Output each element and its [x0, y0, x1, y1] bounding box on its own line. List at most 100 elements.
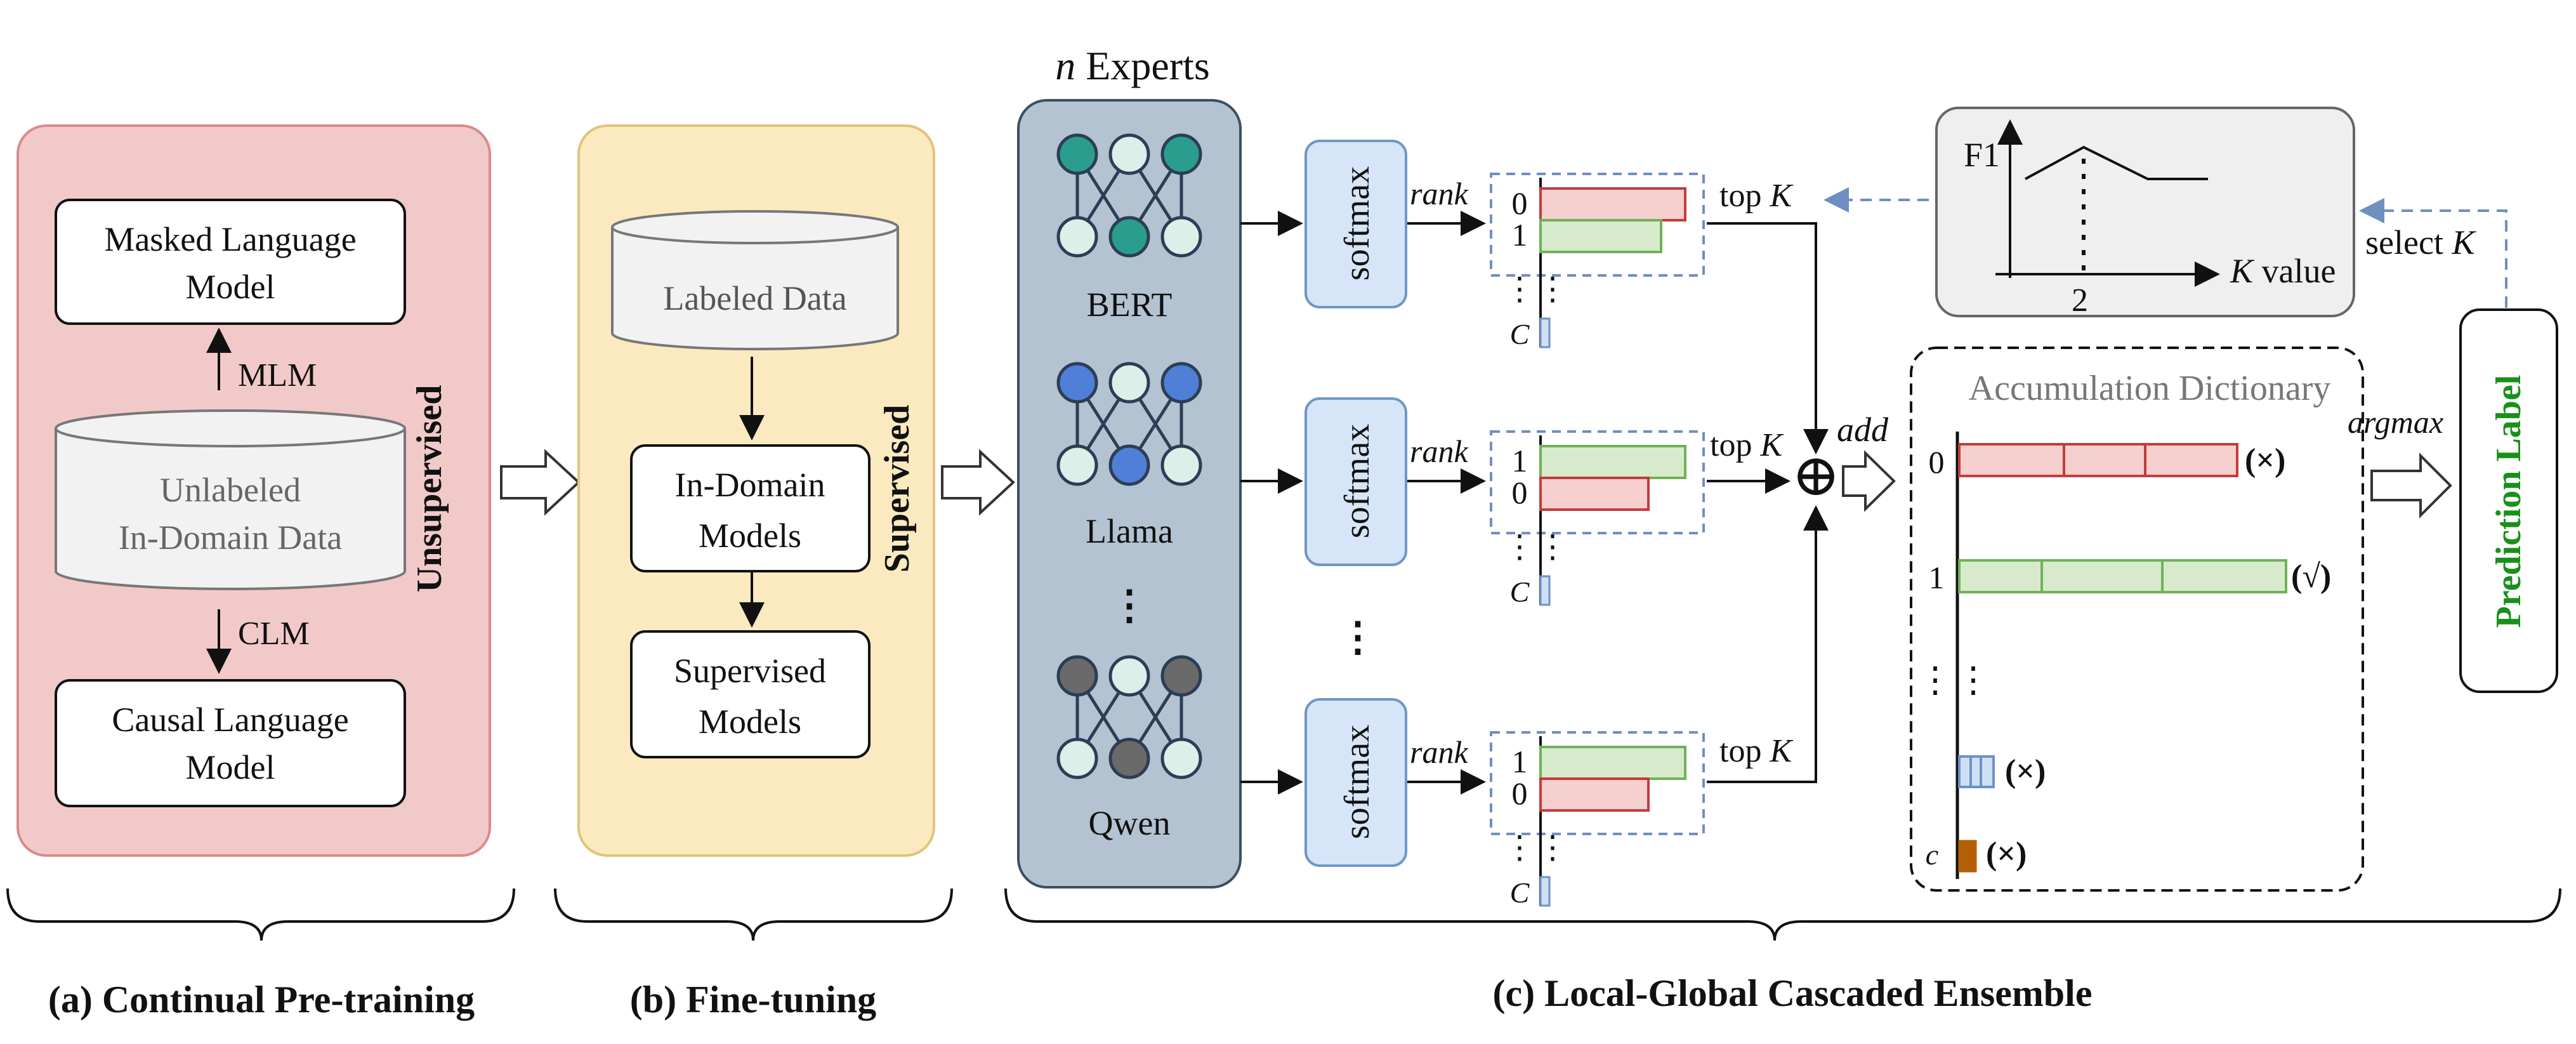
rank-last-class: C — [1510, 318, 1530, 350]
network-node — [1160, 133, 1202, 175]
accumulation-mark: (×) — [1986, 836, 2027, 872]
expert-name-qwen: Qwen — [1089, 804, 1171, 842]
softmax-box — [1304, 698, 1407, 867]
prediction-label-box: Prediction Label — [2459, 308, 2558, 693]
network-node — [1056, 444, 1098, 486]
dictionary-to-prediction-arrow — [2370, 453, 2452, 519]
softmax-ellipsis: ⋮ — [1337, 614, 1378, 659]
accumulation-segment — [2040, 559, 2164, 593]
prediction-label-text: Prediction Label — [2489, 375, 2528, 628]
expert-name-llama: Llama — [1086, 512, 1173, 550]
in-domain-models-line2: Models — [699, 517, 801, 555]
network-node — [1108, 362, 1150, 404]
rank-class-label: 1 — [1512, 744, 1528, 779]
rank-class-label: 0 — [1512, 185, 1528, 221]
network-node — [1160, 737, 1202, 779]
network-node — [1160, 655, 1202, 697]
rank-bar — [1539, 219, 1662, 253]
network-node — [1160, 362, 1202, 404]
accumulation-segment — [2144, 443, 2238, 477]
network-node — [1160, 444, 1202, 486]
section-label-a: (a) Continual Pre-training — [48, 979, 475, 1021]
unlabeled-data-cylinder: Unlabeled In-Domain Data — [55, 409, 406, 590]
topk-label-3: top K — [1719, 733, 1793, 769]
rank-label: rank — [1410, 176, 1468, 211]
argmax-label: argmax — [2348, 404, 2443, 440]
network-node — [1108, 444, 1150, 486]
add-label: add — [1837, 411, 1889, 449]
f1-curve — [2025, 145, 2208, 180]
brace-a — [6, 888, 515, 941]
accumulation-row-label: c — [1926, 838, 1938, 871]
supervised-models-box: Supervised Models — [630, 630, 871, 758]
rank-label: rank — [1410, 433, 1468, 469]
f1-plot-panel: F1 2 K value — [1935, 107, 2355, 319]
expert-name-bert: BERT — [1087, 286, 1173, 324]
top1-to-sum-line — [1707, 222, 1829, 454]
unlabeled-data-line1: Unlabeled — [160, 471, 301, 509]
experts-ellipsis: ⋮ — [1109, 583, 1150, 628]
bert-network-icon — [1056, 133, 1202, 258]
rank-bar-last — [1539, 876, 1551, 907]
rank-last-class: C — [1510, 876, 1530, 909]
accumulation-row-dots: ⋮ — [1917, 661, 1953, 700]
rank-dots: ⋮ — [1537, 529, 1568, 564]
rank-dots: ⋮ — [1504, 829, 1535, 865]
rank-bar — [1539, 746, 1686, 780]
accumulation-background — [1910, 347, 2364, 892]
accumulation-segment — [2161, 559, 2287, 593]
sum-to-dictionary-arrow — [1842, 450, 1896, 512]
accumulation-segment — [1958, 840, 1977, 873]
section-label-b: (b) Fine-tuning — [630, 979, 876, 1021]
accumulation-segment — [1958, 443, 2065, 477]
select-k-dashed-line — [2359, 198, 2507, 308]
llama-network-icon — [1056, 362, 1202, 486]
supervised-label: Supervised — [877, 405, 917, 573]
rank-dots: ⋮ — [1504, 529, 1535, 564]
mlm-model-line1: Masked Language — [104, 220, 356, 258]
network-node — [1160, 216, 1202, 258]
softmax-label: softmax — [1337, 424, 1377, 538]
qwen-network-icon — [1056, 655, 1202, 779]
accumulation-row-label: 0 — [1929, 444, 1945, 480]
labeled-data-cylinder: Labeled Data — [611, 210, 899, 350]
rank-dots: ⋮ — [1504, 271, 1535, 307]
rank-class-label: 1 — [1512, 443, 1528, 479]
network-node — [1056, 133, 1098, 175]
top3-to-sum-line — [1707, 505, 1829, 783]
accumulation-title: Accumulation Dictionary — [1969, 369, 2331, 408]
stage-arrow-b-c — [941, 449, 1015, 516]
network-node — [1056, 216, 1098, 258]
rank-class-label: 0 — [1512, 776, 1528, 811]
accumulation-row-label: 1 — [1929, 560, 1945, 595]
experts-title-n: n — [1055, 43, 1075, 88]
sum-node: ⊕ — [1791, 443, 1840, 508]
rank-bar — [1539, 187, 1686, 221]
topk-label-2: top K — [1710, 427, 1784, 463]
accumulation-dictionary-panel: Accumulation Dictionary 0(×)1(√)⋮⋮(×)c(×… — [1910, 347, 2364, 892]
f1-y-label: F1 — [1964, 136, 2000, 174]
rank-last-class: C — [1510, 576, 1530, 608]
network-node — [1108, 655, 1150, 697]
experts-title: n Experts — [1055, 43, 1210, 88]
rank-class-label: 0 — [1512, 475, 1528, 510]
accumulation-row-dots: ⋮ — [1955, 661, 1991, 700]
unsupervised-label: Unsupervised — [410, 385, 449, 593]
softmax-label: softmax — [1337, 166, 1377, 281]
f1-plot-background — [1935, 107, 2355, 317]
softmax-box — [1304, 397, 1407, 566]
unlabeled-data-line2: In-Domain Data — [119, 519, 342, 557]
f1-x-label: K value — [2230, 252, 2336, 290]
accumulation-mark: (×) — [2245, 442, 2285, 479]
clm-model-line1: Causal Language — [112, 701, 348, 739]
network-node — [1056, 362, 1098, 404]
rank-bar — [1539, 477, 1650, 511]
accumulation-mark: (×) — [2005, 753, 2046, 790]
in-domain-models-box: In-Domain Models — [630, 444, 871, 572]
section-label-c: (c) Local-Global Cascaded Ensemble — [1493, 972, 2093, 1014]
experts-title-rest: Experts — [1075, 43, 1210, 88]
network-node — [1108, 216, 1150, 258]
